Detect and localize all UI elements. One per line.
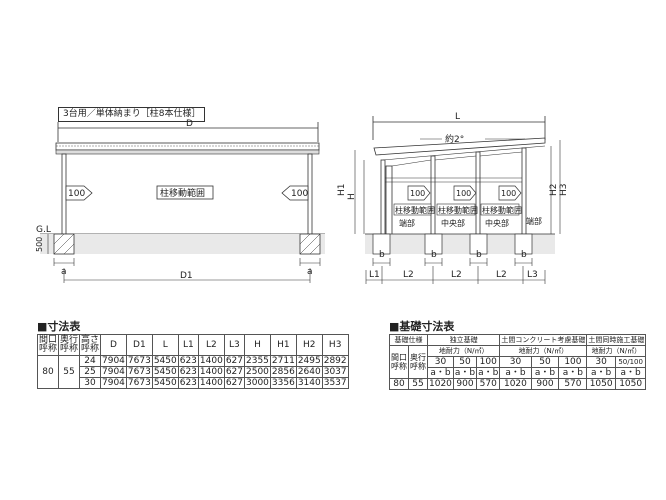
- dim-l2-2: L2: [451, 270, 462, 280]
- svg-text:柱移動範囲: 柱移動範囲: [482, 205, 522, 215]
- front-elevation-drawing: D G.L 500 a: [35, 119, 325, 283]
- front-foundation-left: [53, 233, 75, 255]
- dim-l-label: L: [455, 112, 460, 122]
- gl-label: G.L: [36, 225, 51, 235]
- dim-h1-label: H1: [337, 184, 347, 197]
- dim-b-3: b: [476, 250, 482, 260]
- svg-text:柱移動範囲: 柱移動範囲: [438, 205, 478, 215]
- front-move-arrow-left: 100: [65, 185, 93, 201]
- side-height-dims: [354, 140, 561, 234]
- svg-text:柱移動範囲: 柱移動範囲: [395, 205, 435, 215]
- side-elevation-drawing: L 約2° 100 100 100 柱移動範囲: [337, 112, 569, 284]
- foundation-header-groups: 基礎仕様 独立基礎 土間コンクリート考慮基礎 土間同時施工基礎: [389, 334, 647, 346]
- svg-text:中央部: 中央部: [441, 218, 465, 228]
- svg-text:端部: 端部: [526, 216, 542, 226]
- dim-h2-label: H2: [549, 184, 559, 197]
- dim-table-title: ■寸法表: [37, 320, 81, 333]
- side-move-signs: 100 100 100 柱移動範囲 柱移動範囲 柱移動範囲 端部 中央部 中央部…: [393, 185, 542, 228]
- svg-text:100: 100: [410, 189, 425, 198]
- dim-l3-label: L3: [527, 270, 538, 280]
- svg-text:100: 100: [456, 189, 471, 198]
- dim-l2-3: L2: [496, 270, 507, 280]
- dim-table-header: 間口呼称 奥行呼称 高さ呼称 D D1 L L1 L2 L3 H H1 H2 H…: [37, 334, 349, 356]
- svg-text:中央部: 中央部: [485, 218, 509, 228]
- dim-h3-label: H3: [559, 184, 569, 197]
- front-ground: [40, 234, 325, 254]
- dim-b-1: b: [379, 250, 385, 260]
- foundation-table-title: ■基礎寸法表: [389, 320, 455, 333]
- foundation-header-bearing: 間口呼称 奥行呼称 地耐力（N/㎡） 地耐力（N/㎡） 地耐力（N/㎡）: [389, 345, 647, 379]
- dim-b-4: b: [521, 250, 527, 260]
- svg-text:100: 100: [291, 189, 308, 199]
- foundation-table: 基礎仕様 独立基礎 土間コンクリート考慮基礎 土間同時施工基礎 間口呼称 奥行呼…: [389, 334, 647, 390]
- dim-l2-1: L2: [403, 270, 414, 280]
- front-move-arrow-right: 100: [281, 185, 308, 201]
- front-foundation-right: [299, 233, 321, 255]
- svg-text:100: 100: [68, 189, 85, 199]
- dim-d1-label: D1: [180, 271, 193, 281]
- svg-text:端部: 端部: [399, 218, 415, 228]
- depth-500-label: 500: [35, 237, 44, 252]
- dim-d-label: D: [186, 119, 193, 129]
- side-foundations: [372, 233, 533, 255]
- dim-h-label: H: [347, 193, 357, 200]
- dim-b-2: b: [431, 250, 437, 260]
- side-roof: [373, 137, 546, 156]
- side-ground: [365, 234, 555, 254]
- slope-label: 約2°: [445, 133, 464, 145]
- svg-text:100: 100: [501, 189, 516, 198]
- dimension-table: 間口呼称 奥行呼称 高さ呼称 D D1 L L1 L2 L3 H H1 H2 H…: [37, 334, 349, 389]
- front-move-range-label: 柱移動範囲: [160, 187, 205, 199]
- layout-caption: 3台用／単体納まり［柱8本仕様］: [58, 107, 206, 122]
- dim-l1-label: L1: [369, 270, 380, 280]
